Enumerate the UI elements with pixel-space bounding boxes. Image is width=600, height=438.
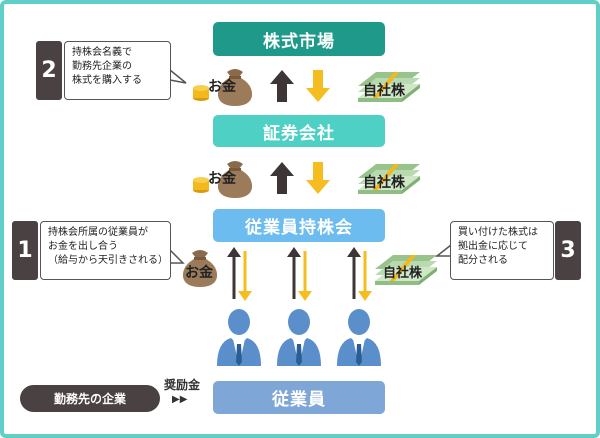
stock-label: 自社株 [363,83,405,99]
stock-market-box: 株式市場 [213,22,385,56]
stock-label: 自社株 [383,266,423,281]
person-icon [217,309,261,366]
down-arrow-icon [306,162,330,194]
callout-line: 持株会名義で [72,47,132,58]
down-arrow-icon [356,249,374,303]
employer-badge: 勤務先の企業 [20,385,160,412]
callout-line: 勤務先企業の [72,61,132,72]
callout-line: 株式を購入する [72,75,142,86]
coin-icon [193,85,209,101]
up-arrow-icon [270,70,294,102]
callout-pointer [169,248,185,264]
callout-pointer [434,243,452,257]
step-number: 1 [12,221,38,280]
step-3-callout: 買い付けた株式は 拠出金に応じて 配分される [450,221,554,280]
callout-line: 買い付けた株式は [458,227,538,238]
money-label: お金 [185,265,213,281]
step-1-callout: 持株会所属の従業員が お金を出し合う （給与から天引きされる） [40,221,171,280]
person-icon [337,309,381,366]
callout-line: お金を出し合う [48,241,118,252]
step-number: 3 [555,221,581,280]
securities-company-box: 証券会社 [213,115,385,147]
employees-box: 従業員 [213,381,385,414]
callout-line: 配分される [458,255,508,266]
down-arrow-icon [306,70,330,102]
employee-stock-association-box: 従業員持株会 [213,209,385,242]
down-arrow-icon [296,249,314,303]
play-arrow-icon: ▶▶ [172,394,188,405]
step-2-callout: 持株会名義で 勤務先企業の 株式を購入する [64,41,171,100]
up-arrow-icon [270,162,294,194]
money-label: お金 [208,171,236,187]
callout-line: 持株会所属の従業員が [48,227,148,238]
step-number: 2 [36,41,62,100]
callout-line: 拠出金に応じて [458,241,528,252]
money-label: お金 [208,79,236,95]
incentive-label: 奨励金 [164,378,201,392]
coin-icon [193,177,209,193]
stock-label: 自社株 [363,175,405,191]
person-icon [277,309,321,366]
down-arrow-icon [236,249,254,303]
callout-line: （給与から天引きされる） [48,255,168,266]
callout-pointer [169,68,187,84]
